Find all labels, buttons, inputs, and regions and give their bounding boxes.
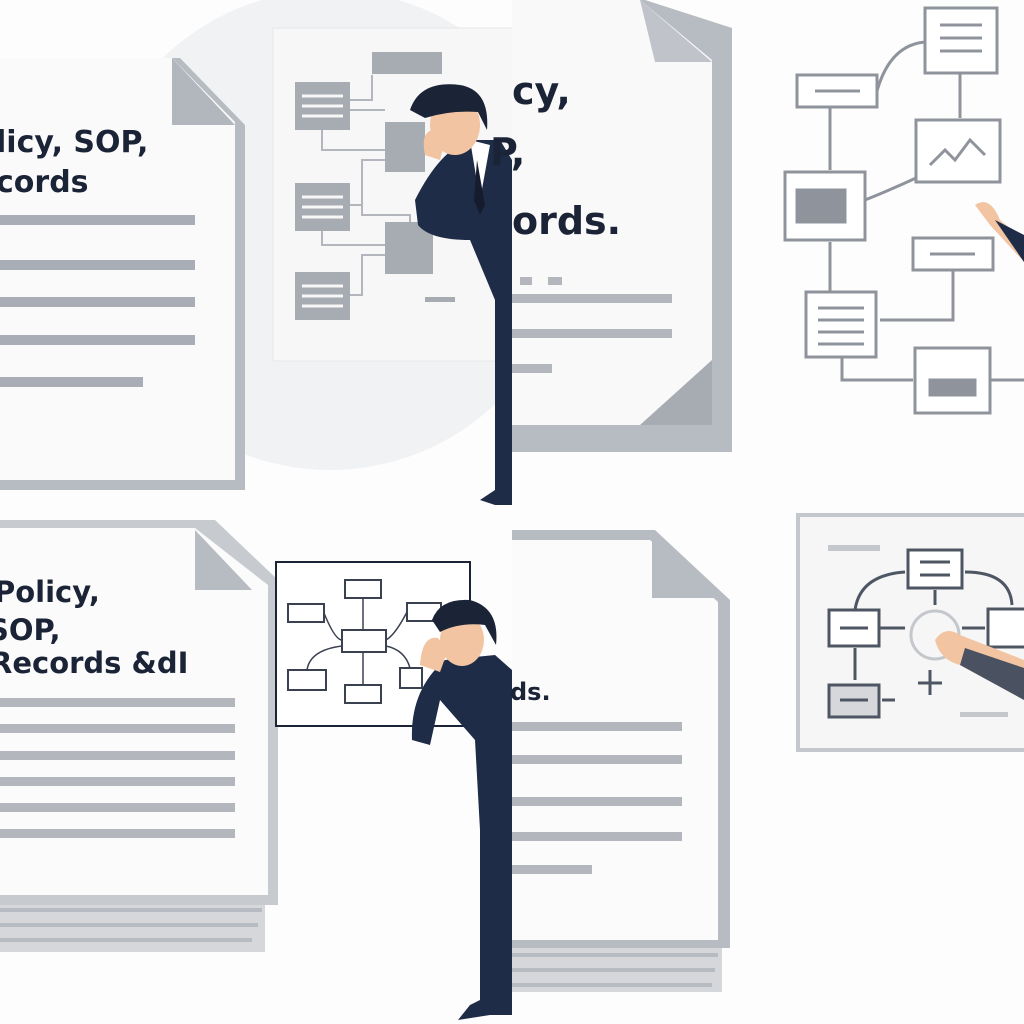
pointing-hand bbox=[975, 202, 1024, 262]
document bbox=[0, 58, 245, 490]
text-lines bbox=[512, 277, 672, 373]
panel-bottom-middle: ds. bbox=[510, 530, 730, 992]
flow-box bbox=[372, 52, 442, 74]
document-title-line: P, bbox=[490, 130, 525, 174]
document-node-icon bbox=[804, 290, 878, 359]
flowchart-panel bbox=[272, 27, 514, 362]
folded-corner bbox=[652, 540, 715, 598]
flow-node bbox=[827, 608, 881, 648]
flow-box bbox=[385, 122, 425, 172]
panel-top-right-workflow bbox=[783, 6, 1024, 415]
panel-bottom-right-process-board bbox=[796, 513, 1024, 752]
document-title-line: Records &dI bbox=[0, 646, 188, 680]
document-title-line: SOP, bbox=[0, 613, 61, 647]
panel-top-left: licy, SOP, cords bbox=[0, 0, 570, 505]
text-lines bbox=[0, 215, 195, 387]
person-thinking bbox=[411, 599, 512, 1020]
document-title-line: Policy, bbox=[0, 575, 100, 609]
document-title-line: cords bbox=[0, 165, 89, 200]
document bbox=[512, 0, 732, 452]
panel-top-middle: cy, P, ords. bbox=[490, 0, 732, 452]
chart-node-icon bbox=[914, 118, 1002, 184]
folded-corner bbox=[640, 0, 712, 62]
document-title-line: licy, SOP, bbox=[0, 125, 148, 160]
text-lines bbox=[0, 698, 235, 838]
flow-node bbox=[986, 607, 1024, 649]
document-title-line: ds. bbox=[510, 678, 551, 706]
panel-bottom-left: Policy, SOP, Records &dI bbox=[0, 520, 512, 1020]
text-lines bbox=[512, 722, 682, 874]
folded-corner bbox=[172, 58, 235, 125]
document-node-icon bbox=[923, 6, 999, 75]
flow-node bbox=[906, 548, 964, 590]
folded-corner bbox=[195, 530, 252, 590]
document-title-line: cy, bbox=[512, 69, 571, 113]
document-title-line: ords. bbox=[512, 199, 621, 243]
person-thinking bbox=[410, 84, 512, 505]
